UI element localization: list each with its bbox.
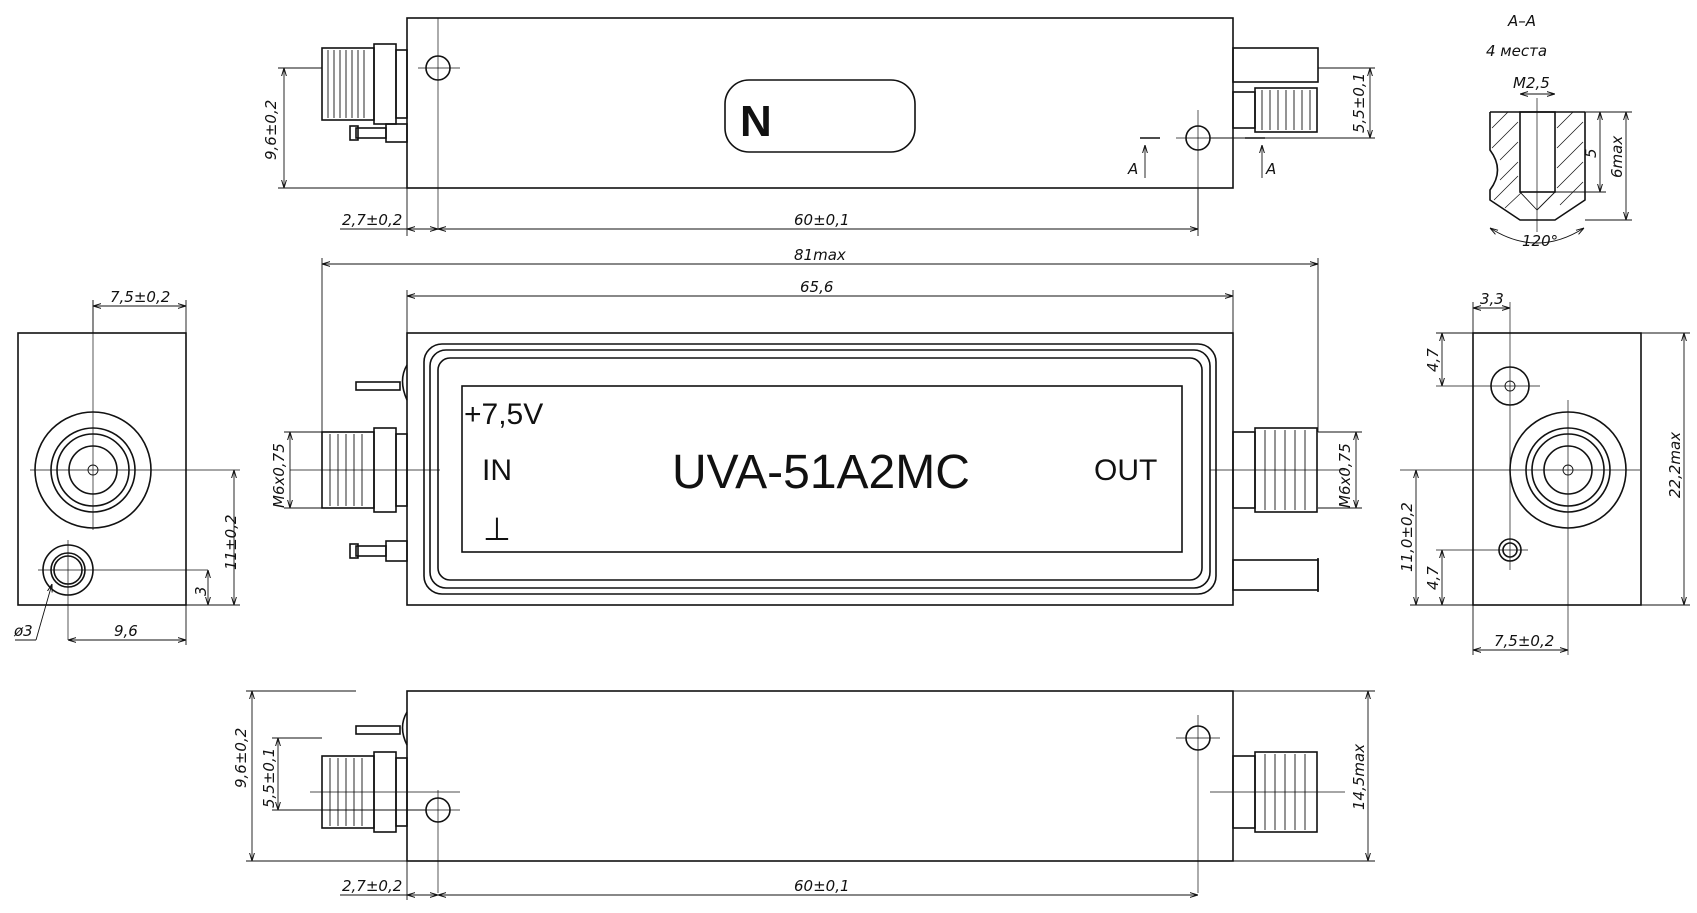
dim-body-len: 65,6: [800, 278, 833, 296]
dim-right-top: 3,3: [1480, 290, 1504, 308]
dim-right-center: 7,5±0,2: [1494, 632, 1554, 650]
section-depth: 5: [1582, 148, 1600, 158]
dim-thread-in: M6x0,75: [270, 443, 288, 508]
right-side-view: 3,3 4,7 4,7 11,0±0,2 22,2max 7,5±0,2: [1398, 290, 1690, 655]
section-mark-right: A: [1265, 160, 1276, 178]
dim-left-width: 9,6: [114, 622, 138, 640]
dim-bot-offset: 2,7±0,2: [342, 877, 402, 895]
section-thread: M2,5: [1513, 74, 1550, 92]
dim-bot-height: 9,6±0,2: [232, 728, 250, 788]
front-view: UVA-51A2MC +7,5V IN OUT ⊥ 81ma: [270, 246, 1362, 606]
dim-top-pitch: 60±0,1: [794, 211, 850, 229]
section-count: 4 места: [1486, 42, 1547, 60]
left-side-view: 7,5±0,2 11±0,2 3 9,6 ø3: [13, 288, 240, 645]
dim-left-height: 11±0,2: [222, 514, 240, 570]
output-label: OUT: [1094, 454, 1157, 487]
dim-left-center: 7,5±0,2: [110, 288, 170, 306]
dim-thread-out: M6x0,75: [1336, 443, 1354, 508]
badge-label: N: [740, 97, 772, 146]
supply-label: +7,5V: [464, 398, 543, 431]
dim-right-a: 4,7: [1424, 348, 1442, 372]
dim-left-hole: ø3: [13, 622, 33, 640]
dim-top-right: 5,5±0,1: [1350, 73, 1368, 133]
section-angle: 120°: [1522, 232, 1558, 250]
dim-bot-inner: 5,5±0,1: [260, 748, 278, 808]
dim-left-small: 3: [192, 586, 210, 596]
dim-top-offset: 2,7±0,2: [342, 211, 402, 229]
dim-right-b: 4,7: [1424, 566, 1442, 590]
model-label: UVA-51A2MC: [672, 446, 970, 499]
dim-overall: 81max: [794, 246, 846, 264]
section-view: A–A 4 места M2,5 5 6max 120°: [1486, 12, 1632, 250]
bottom-view: 9,6±0,2 5,5±0,1 14,5max 2,7±0,2 60±0,1: [232, 690, 1375, 900]
ground-label: ⊥: [483, 511, 511, 547]
section-title: A–A: [1507, 12, 1536, 30]
dim-bot-total: 14,5max: [1350, 744, 1368, 810]
input-label: IN: [482, 454, 512, 487]
dim-right-total: 22,2max: [1666, 432, 1684, 498]
top-view: N A A 9,6±0,2 5,5±0,1 2,7±0,2 60±0,1: [262, 17, 1375, 236]
dim-right-h: 11,0±0,2: [1398, 502, 1416, 572]
section-depth-max: 6max: [1608, 136, 1626, 178]
dim-bot-pitch: 60±0,1: [794, 877, 850, 895]
section-mark-left: A: [1127, 160, 1138, 178]
dim-top-height: 9,6±0,2: [262, 100, 280, 160]
